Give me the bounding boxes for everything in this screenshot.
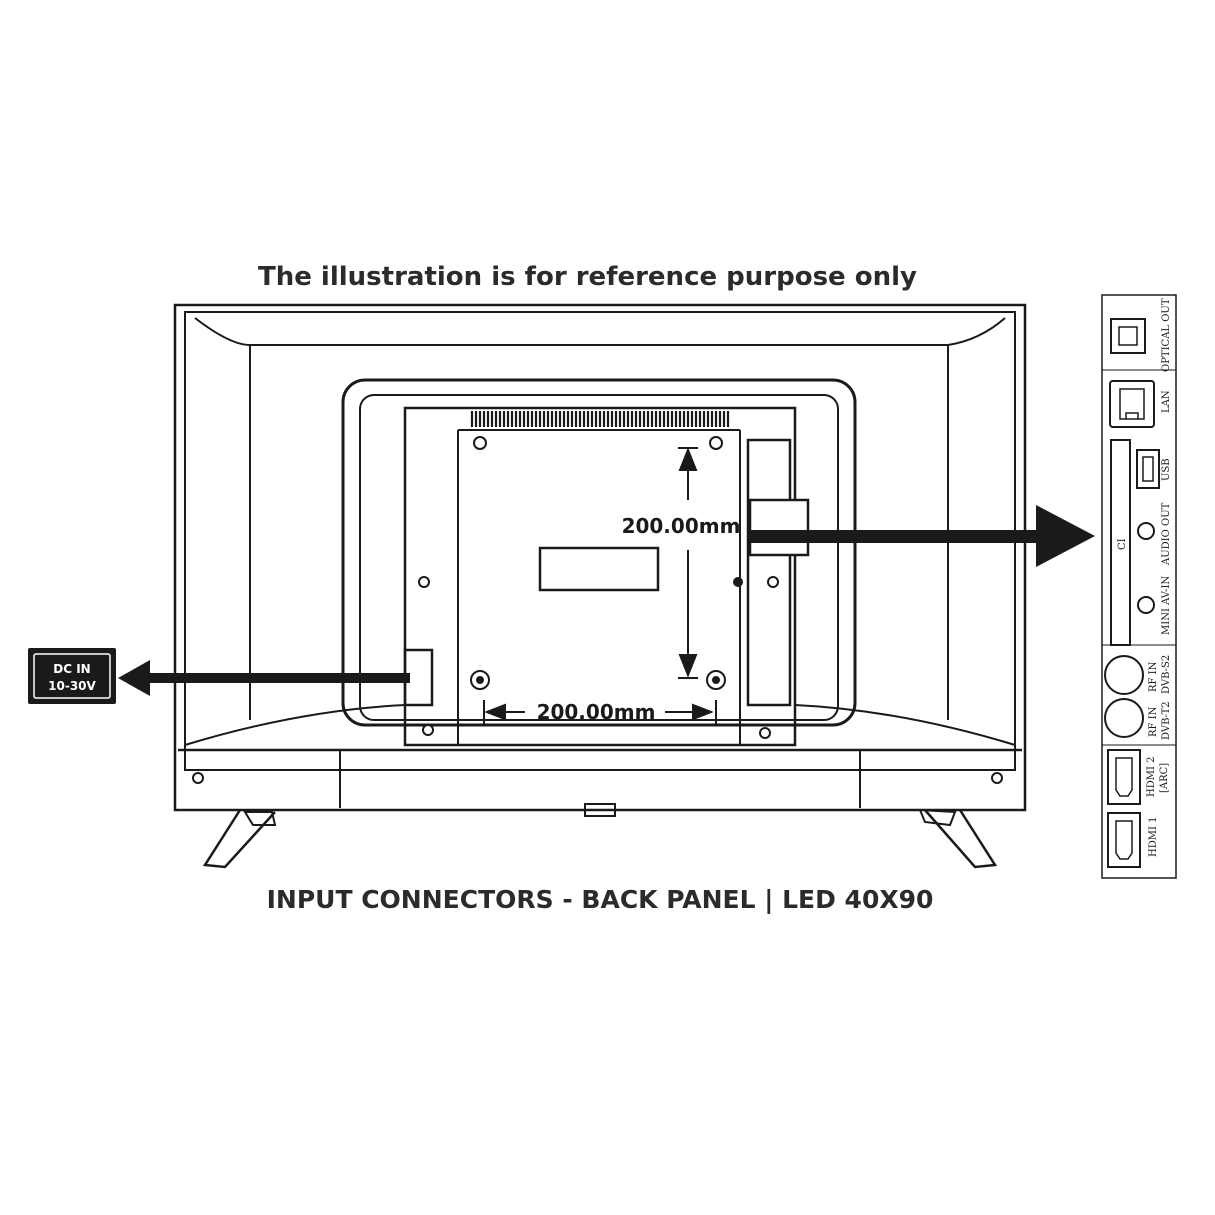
rf-in-dvb-t2-port	[1104, 698, 1144, 738]
horizontal-dimension: 200.00mm	[537, 700, 656, 724]
reference-note: The illustration is for reference purpos…	[258, 262, 917, 292]
left-stand-foot	[202, 809, 276, 869]
right-stand-foot	[924, 809, 998, 869]
dc-in-line2: 10-30V	[48, 679, 96, 693]
tv-top-curve	[194, 317, 1006, 346]
connector-panel	[1101, 294, 1177, 879]
diagram-caption: INPUT CONNECTORS - BACK PANEL | LED 40X9…	[266, 885, 934, 914]
ci-slot	[1110, 439, 1131, 646]
rf-in-s2-label-1: RF IN	[1148, 661, 1159, 692]
mounting-plate	[403, 406, 797, 747]
center-stub	[584, 803, 616, 817]
screw-icon	[418, 576, 430, 588]
vertical-dimension: 200.00mm	[622, 514, 741, 538]
connector-labels: OPTICAL OUT LAN USB CI AUDIO OUT MINI AV…	[1117, 298, 1172, 857]
vent-grille	[470, 411, 730, 427]
rf-in-t2-label-1: RF IN	[1148, 706, 1159, 737]
hdmi2-label-1: HDMI 2	[1146, 757, 1157, 797]
optical-out-label: OPTICAL OUT	[1161, 298, 1172, 372]
arrow-down-icon	[678, 654, 698, 678]
dc-in-label: DC IN 10-30V	[28, 648, 116, 704]
screw-icon	[991, 772, 1003, 784]
audio-out-jack	[1137, 522, 1155, 540]
tv-left-lower-curve	[184, 704, 406, 746]
rear-housing-outer	[341, 378, 857, 727]
arrow-left-icon	[118, 660, 410, 696]
tv-right-lower-curve	[794, 704, 1016, 746]
hdmi1-label: HDMI 1	[1148, 817, 1159, 857]
arrow-up-icon	[678, 447, 698, 471]
mini-av-in-jack	[1137, 596, 1155, 614]
rating-label	[538, 546, 660, 592]
rear-housing-inner	[359, 394, 839, 721]
optical-port	[1110, 318, 1146, 354]
screw-icon	[767, 576, 779, 588]
audio-out-label: AUDIO OUT	[1161, 502, 1172, 566]
lan-port	[1109, 380, 1155, 428]
tv-inner-bezel	[184, 311, 1016, 771]
screw-icon	[759, 727, 771, 739]
screws	[192, 436, 1003, 784]
usb-port	[1136, 449, 1160, 489]
screw-icon	[422, 724, 434, 736]
screw-icon	[473, 436, 487, 450]
usb-label: USB	[1161, 458, 1172, 481]
arrow-right-small-icon	[692, 703, 714, 721]
hdmi2-port	[1107, 749, 1141, 805]
connector-column	[746, 438, 792, 707]
screw-icon	[709, 436, 723, 450]
dc-in-line1: DC IN	[53, 662, 90, 676]
hdmi1-port	[1107, 812, 1141, 868]
right-stand-top	[918, 808, 957, 827]
rf-in-dvb-s2-port	[1104, 655, 1144, 695]
arrow-right-icon	[750, 505, 1095, 567]
hdmi2-label-2: [ARC]	[1159, 763, 1170, 793]
tv-frame	[173, 303, 1027, 812]
rf-in-t2-label-2: DVB-T2	[1161, 701, 1172, 740]
rf-in-s2-label-2: DVB-S2	[1161, 655, 1172, 694]
mini-av-in-label: MINI AV-IN	[1161, 576, 1172, 635]
connector-panel-frame	[1101, 294, 1177, 879]
ci-label: CI	[1117, 538, 1128, 550]
left-stand-top	[243, 811, 277, 826]
screw-icon	[192, 772, 204, 784]
lan-label: LAN	[1161, 390, 1172, 413]
arrow-left-small-icon	[484, 703, 506, 721]
connector-column-bracket	[748, 498, 810, 557]
dimension-markers	[483, 447, 717, 724]
